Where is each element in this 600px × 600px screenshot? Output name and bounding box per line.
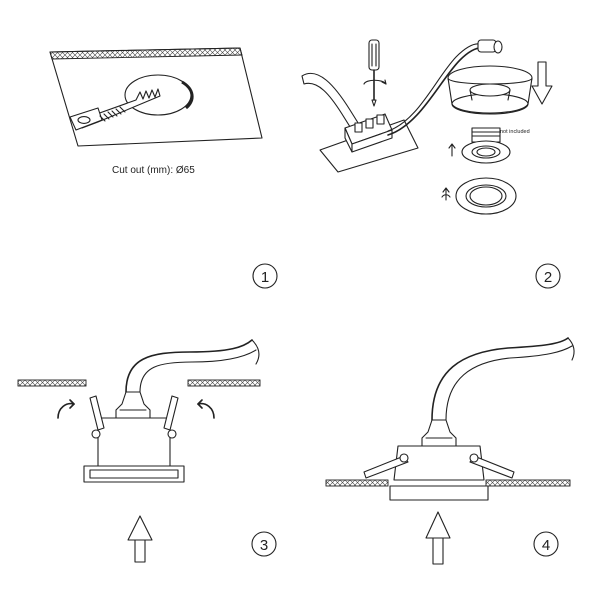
up-arrow-icon bbox=[127, 515, 153, 541]
socket-3 bbox=[115, 391, 151, 419]
cutout-edge bbox=[181, 80, 194, 110]
up-arrow-icon-4 bbox=[425, 511, 451, 539]
spring-right bbox=[163, 395, 179, 431]
step-4-panel bbox=[325, 337, 575, 565]
flange-4 bbox=[389, 485, 489, 501]
up-arrow-shaft-4 bbox=[432, 537, 444, 565]
lamp-bulb bbox=[461, 127, 511, 164]
socket-4 bbox=[421, 419, 457, 447]
step-3-panel bbox=[17, 339, 261, 563]
step-2-panel: not included bbox=[301, 39, 553, 215]
mains-cable bbox=[301, 72, 361, 131]
ceiling-right-4 bbox=[485, 479, 571, 487]
rotate-right-arrow bbox=[197, 402, 215, 419]
trim-ring bbox=[455, 177, 517, 215]
step-number-3: 3 bbox=[251, 531, 277, 557]
connector-icon bbox=[477, 39, 503, 54]
housing-body-3 bbox=[97, 417, 171, 467]
housing-body-4 bbox=[393, 445, 485, 481]
ceiling-right bbox=[187, 379, 261, 387]
spring-left bbox=[89, 395, 105, 431]
ceiling-left bbox=[17, 379, 87, 387]
down-arrow-icon bbox=[531, 61, 553, 105]
cutout-label: Cut out (mm): Ø65 bbox=[112, 165, 195, 176]
rotate-left-arrow bbox=[57, 402, 75, 419]
up-arrow-small-icon bbox=[448, 143, 456, 157]
svg-text:2: 2 bbox=[544, 269, 552, 286]
terminal-block bbox=[344, 113, 393, 153]
step-number-1: 1 bbox=[252, 263, 278, 289]
housing-ring bbox=[447, 65, 533, 115]
step-1-panel: Cut out (mm): Ø65 bbox=[49, 47, 263, 176]
svg-text:4: 4 bbox=[542, 537, 550, 554]
lamp-cable bbox=[387, 47, 485, 136]
rotate-small-icon bbox=[441, 187, 451, 201]
ceiling-left-4 bbox=[325, 479, 389, 487]
step-number-4: 4 bbox=[533, 531, 559, 557]
lamp-note: not included bbox=[500, 129, 530, 135]
cable-3 bbox=[125, 339, 253, 393]
svg-text:1: 1 bbox=[261, 269, 269, 286]
board-edge-hatch bbox=[49, 47, 243, 60]
up-arrow-shaft-3 bbox=[134, 539, 146, 563]
cable-4 bbox=[431, 337, 569, 421]
screwdriver-icon bbox=[368, 39, 380, 107]
flange-3 bbox=[83, 465, 185, 483]
saw-icon bbox=[69, 88, 161, 131]
step-number-2: 2 bbox=[535, 263, 561, 289]
svg-text:3: 3 bbox=[260, 537, 268, 554]
